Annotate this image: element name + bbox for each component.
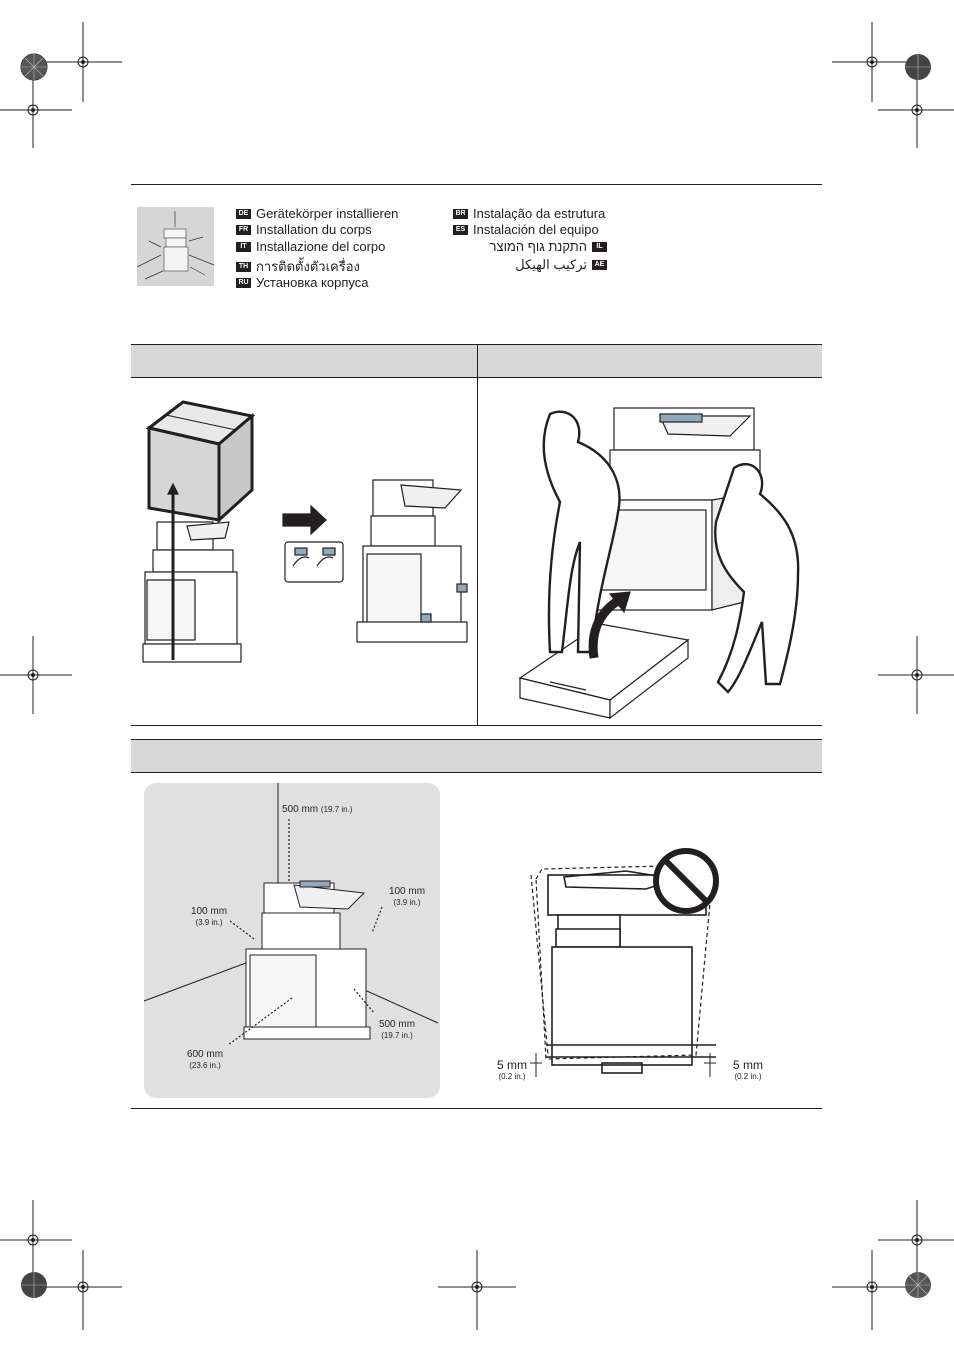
step-1-bottom-rule [131, 725, 822, 726]
level-right-label: 5 mm (0.2 in.) [728, 1058, 768, 1082]
lifting-illustration [518, 407, 800, 720]
lang-code-badge: DE [236, 208, 251, 219]
lang-code-badge: AE [592, 260, 607, 270]
unbox-illustration [142, 400, 468, 663]
clearance-top-label: 500 mm (19.7 in.) [282, 804, 352, 815]
lang-code-badge: IL [592, 241, 607, 252]
printer-thumbnail-icon [136, 211, 215, 280]
level-left-label: 5 mm (0.2 in.) [492, 1058, 532, 1082]
measurement-in: (23.6 in.) [189, 1061, 221, 1070]
clearance-diagram [143, 783, 439, 1046]
step-column-divider [477, 344, 478, 725]
lang-code-badge: IT [236, 241, 251, 252]
step-header-bar-2 [131, 739, 822, 773]
clearance-back-right-label: 500 mm (19.7 in.) [372, 1019, 422, 1041]
lang-label: การติดตั้งตัวเครื่อง [256, 259, 360, 274]
lang-item-il: התקנת גוף המוצר IL [453, 239, 607, 254]
lang-label: تركيب الهيكل [515, 257, 587, 272]
lang-code-badge: ES [453, 224, 468, 235]
lang-label: Установка корпуса [256, 275, 369, 290]
measurement-mm: 100 mm [190, 906, 228, 917]
header-rule [131, 184, 822, 185]
measurement-mm: 100 mm [388, 886, 426, 897]
measurement-mm: 5 mm [497, 1058, 527, 1072]
measurement-in: (0.2 in.) [734, 1072, 762, 1081]
lang-label: התקנת גוף המוצר [489, 239, 587, 254]
lang-item-es: ES Instalación del equipo [453, 222, 599, 237]
level-diagram [530, 848, 719, 1077]
measurement-in: (19.7 in.) [320, 805, 353, 814]
lang-code-badge: RU [236, 277, 251, 288]
measurement-mm: 600 mm [186, 1049, 224, 1060]
lang-code-badge: BR [453, 208, 468, 219]
lang-item-ru: RU Установка корпуса [236, 275, 368, 290]
step-2-bottom-rule [131, 1108, 822, 1109]
lang-code-badge: FR [236, 224, 251, 235]
lang-label: Installation du corps [256, 222, 372, 237]
lang-item-th: TH การติดตั้งตัวเครื่อง [236, 256, 360, 277]
lang-item-fr: FR Installation du corps [236, 222, 372, 237]
measurement-in: (3.9 in.) [195, 918, 223, 927]
measurement-in: (3.9 in.) [393, 898, 421, 907]
lang-label: Instalação da estrutura [473, 206, 606, 221]
clearance-thumbnail [136, 207, 215, 286]
clearance-front-label: 600 mm (23.6 in.) [180, 1049, 230, 1071]
measurement-in: (19.7 in.) [381, 1031, 413, 1040]
lang-item-de: DE Gerätekörper installieren [236, 206, 398, 221]
measurement-mm: 500 mm [378, 1019, 416, 1030]
lang-label: Instalación del equipo [473, 222, 599, 237]
lang-label: Installazione del corpo [256, 239, 386, 254]
lang-item-it: IT Installazione del corpo [236, 239, 385, 254]
lang-code-badge: TH [236, 261, 251, 272]
clearance-left-label: 100 mm (3.9 in.) [186, 906, 232, 928]
measurement-in: (0.2 in.) [498, 1072, 526, 1081]
step-header-bar-1 [131, 344, 822, 378]
measurement-mm: 500 mm [282, 804, 319, 815]
lang-label: Gerätekörper installieren [256, 206, 399, 221]
lang-item-ae: تركيب الهيكل AE [453, 257, 607, 273]
clearance-right-label: 100 mm (3.9 in.) [384, 886, 430, 908]
measurement-mm: 5 mm [733, 1058, 763, 1072]
lang-item-br: BR Instalação da estrutura [453, 206, 605, 221]
